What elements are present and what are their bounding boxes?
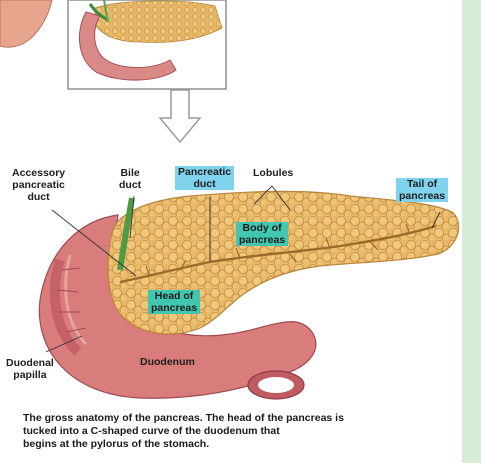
zoom-arrow [158,89,202,144]
label-pancreatic-duct: Pancreatic duct [175,166,235,190]
label-head-of-pancreas: Head of pancreas [148,290,201,314]
label-body-of-pancreas: Body of pancreas [236,222,289,246]
stomach-fragment [0,0,53,48]
right-border [462,0,481,463]
label-duodenal-papilla: Duodenal papilla [6,357,54,381]
label-lobules: Lobules [253,167,294,179]
bile-duct-line [117,197,135,271]
leader-lines [45,185,441,353]
label-bile-duct: Bile duct [119,167,142,191]
label-accessory-pancreatic-duct: Accessory pancreatic duct [12,167,66,203]
pancreatic-duct-line [119,224,437,284]
label-tail-of-pancreas: Tail of pancreas [396,178,449,202]
figure-caption: The gross anatomy of the pancreas. The h… [23,412,344,450]
label-duodenum: Duodenum [140,356,195,368]
inset-thumbnail [67,0,227,90]
